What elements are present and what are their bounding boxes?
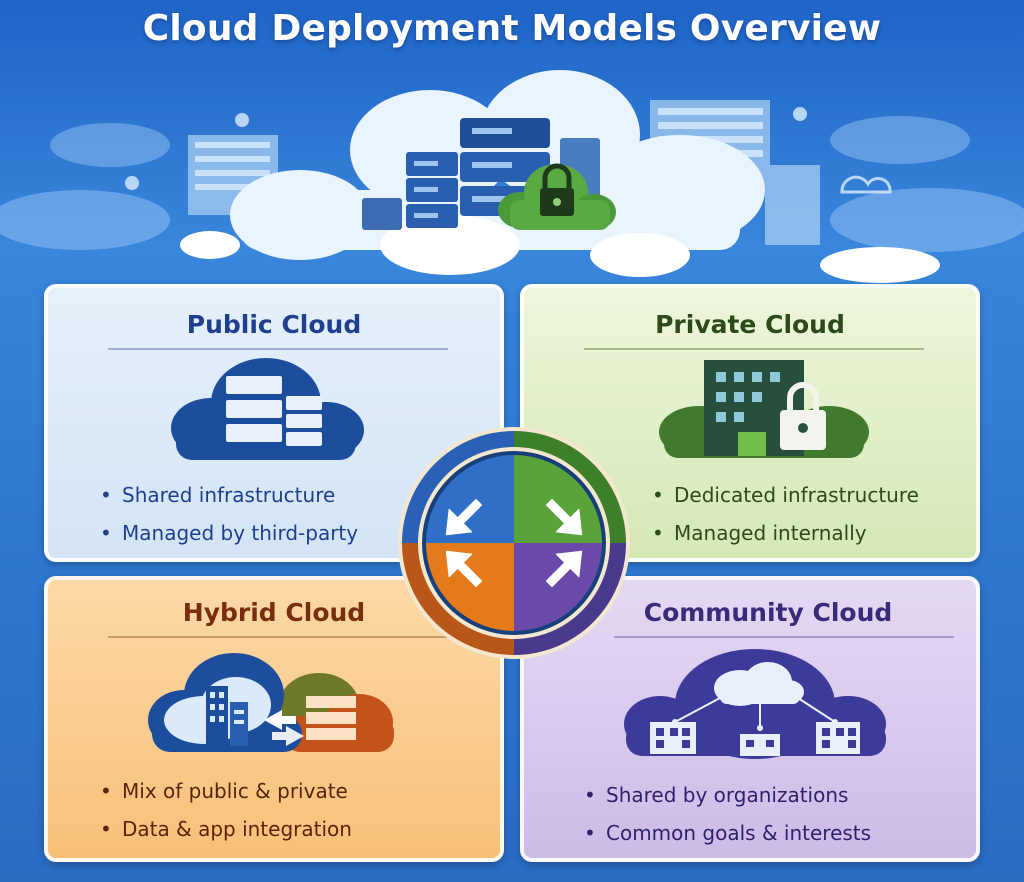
list-item: Dedicated infrastructure [652, 476, 919, 514]
community-network-icon [624, 649, 886, 759]
hybrid-cloud-bullets: Mix of public & private Data & app integ… [100, 772, 352, 848]
list-item: Common goals & interests [584, 814, 871, 852]
hybrid-cloud-card: Hybrid Cloud Mix of public & private Dat… [44, 576, 504, 862]
private-cloud-title: Private Cloud [655, 310, 845, 339]
cloud-servers-icon [171, 358, 364, 460]
private-cloud-divider [584, 348, 924, 350]
list-item: Managed internally [652, 514, 919, 552]
hybrid-cloud-divider [108, 636, 448, 638]
building-lock-icon [659, 360, 869, 458]
community-cloud-bullets: Shared by organizations Common goals & i… [584, 776, 871, 852]
hybrid-cloud-title: Hybrid Cloud [182, 598, 366, 627]
hybrid-cloud-icon [148, 653, 394, 752]
list-item: Shared by organizations [584, 776, 871, 814]
list-item: Managed by third-party [100, 514, 358, 552]
community-cloud-title: Community Cloud [643, 598, 893, 627]
four-arrows-hub-icon [398, 427, 630, 659]
public-cloud-bullets: Shared infrastructure Managed by third-p… [100, 476, 358, 552]
list-item: Mix of public & private [100, 772, 352, 810]
hero-cloud-datacenter-illustration [0, 70, 1024, 283]
page-title: Cloud Deployment Models Overview [142, 8, 882, 49]
public-cloud-divider [108, 348, 448, 350]
private-cloud-bullets: Dedicated infrastructure Managed interna… [652, 476, 919, 552]
list-item: Data & app integration [100, 810, 352, 848]
list-item: Shared infrastructure [100, 476, 358, 514]
public-cloud-title: Public Cloud [186, 310, 362, 339]
community-cloud-divider [614, 636, 954, 638]
